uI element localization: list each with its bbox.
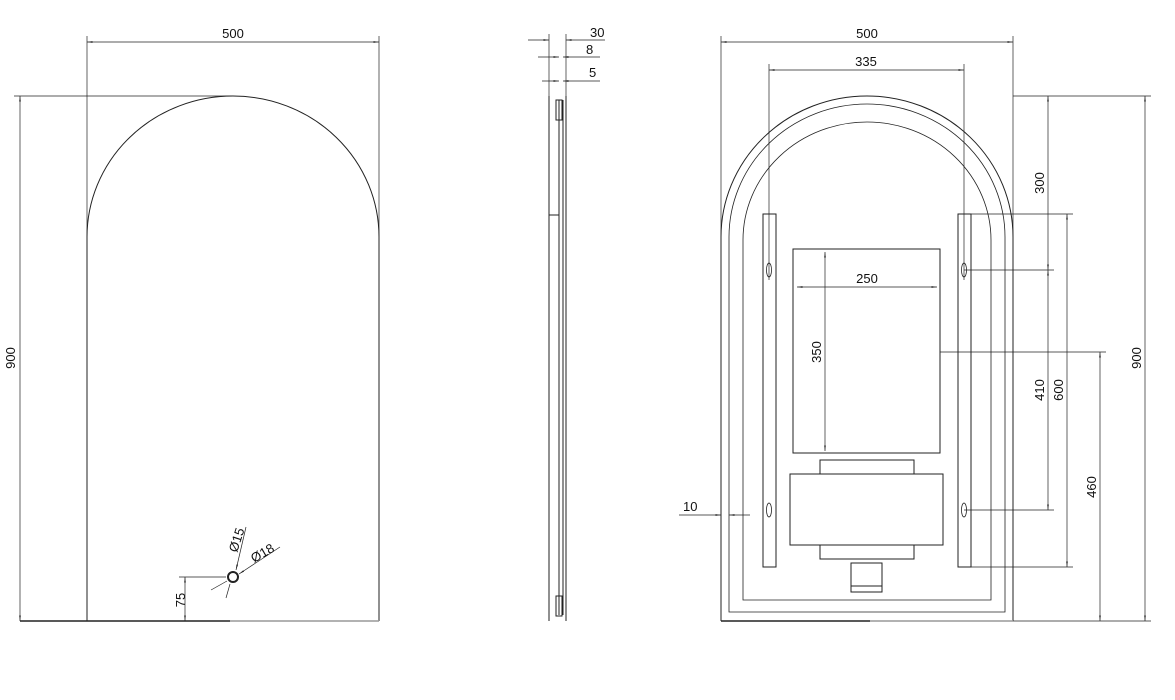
frame-inner [742, 121, 992, 601]
edge-offset-label: 10 [683, 499, 697, 514]
rail-spacing-label: 335 [855, 54, 877, 69]
mounting-rail-right [957, 213, 972, 568]
width-label: 500 [222, 26, 244, 41]
back-view: 500 335 250 350 300 410 600 460 900 10 [679, 26, 1151, 622]
side-profile [548, 96, 567, 621]
driver-box [789, 473, 944, 546]
frame-outer [728, 103, 1006, 613]
top-to-hook-label: 300 [1032, 172, 1047, 194]
hole-outer-dia-label: Ø18 [248, 540, 277, 565]
hole-inner-dia-label: Ø15 [226, 526, 248, 554]
side-view: 30 8 5 [528, 25, 605, 621]
panel-height-label: 350 [809, 341, 824, 363]
glass-depth-label: 8 [586, 42, 593, 57]
back-height-label: 900 [1129, 347, 1144, 369]
total-depth-label: 30 [590, 25, 604, 40]
rail-length-label: 600 [1051, 379, 1066, 401]
hole-offset-label: 75 [173, 593, 188, 607]
control-panel [792, 248, 941, 454]
keyhole-icons [766, 262, 967, 518]
hook-spacing-label: 410 [1032, 379, 1047, 401]
switch-box [850, 562, 883, 593]
sensor-hole [227, 571, 239, 583]
mounting-rail-left [762, 213, 777, 568]
front-view: 500 900 75 Ø15 Ø18 [3, 26, 380, 622]
back-width-label: 500 [856, 26, 878, 41]
back-depth-label: 5 [589, 65, 596, 80]
back-outline [720, 95, 1014, 621]
bottom-to-center-label: 460 [1084, 476, 1099, 498]
height-label: 900 [3, 347, 18, 369]
panel-width-label: 250 [856, 271, 878, 286]
